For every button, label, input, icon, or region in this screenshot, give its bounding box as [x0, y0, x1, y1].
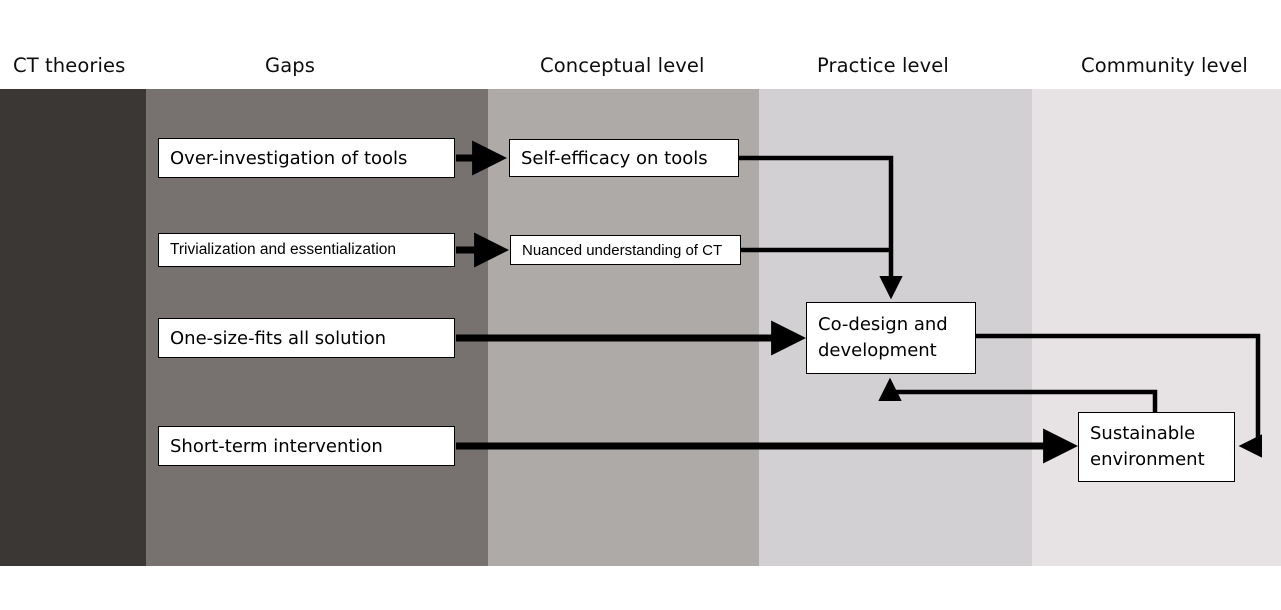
node-label: Trivialization and essentialization — [170, 241, 397, 258]
band-ct-theories — [0, 89, 146, 566]
column-header-ct-theories: CT theories — [13, 54, 126, 77]
node-label: Self-efficacy on tools — [521, 147, 708, 169]
node-one-size-fits-all-solution[interactable]: One-size-fits all solution — [158, 318, 455, 358]
node-co-design-and-development[interactable]: Co-design and development — [806, 302, 976, 374]
column-header-conceptual-level: Conceptual level — [540, 54, 705, 77]
column-header-practice-level: Practice level — [817, 54, 949, 77]
node-self-efficacy-on-tools[interactable]: Self-efficacy on tools — [509, 139, 739, 177]
wire-sustainable-to-co-design — [878, 377, 1158, 412]
wire-self-efficacy-to-co-design — [739, 155, 903, 300]
node-label: Over-investigation of tools — [170, 147, 408, 169]
wire-co-design-to-sustainable — [976, 333, 1262, 458]
node-label: Short-term intervention — [170, 435, 383, 457]
node-sustainable-environment[interactable]: Sustainable environment — [1078, 412, 1235, 482]
node-label: Sustainable environment — [1090, 422, 1205, 470]
node-nuanced-understanding-of-ct[interactable]: Nuanced understanding of CT — [510, 235, 741, 265]
node-label: Nuanced understanding of CT — [522, 241, 723, 259]
node-label: Co-design and development — [818, 313, 948, 361]
node-trivialization-and-essentialization[interactable]: Trivialization and essentialization — [158, 233, 455, 267]
node-over-investigation-of-tools[interactable]: Over-investigation of tools — [158, 138, 455, 178]
node-short-term-intervention[interactable]: Short-term intervention — [158, 426, 455, 466]
column-header-gaps: Gaps — [265, 54, 315, 77]
column-header-community-level: Community level — [1081, 54, 1248, 77]
band-community — [1032, 89, 1281, 566]
node-label: One-size-fits all solution — [170, 327, 387, 349]
